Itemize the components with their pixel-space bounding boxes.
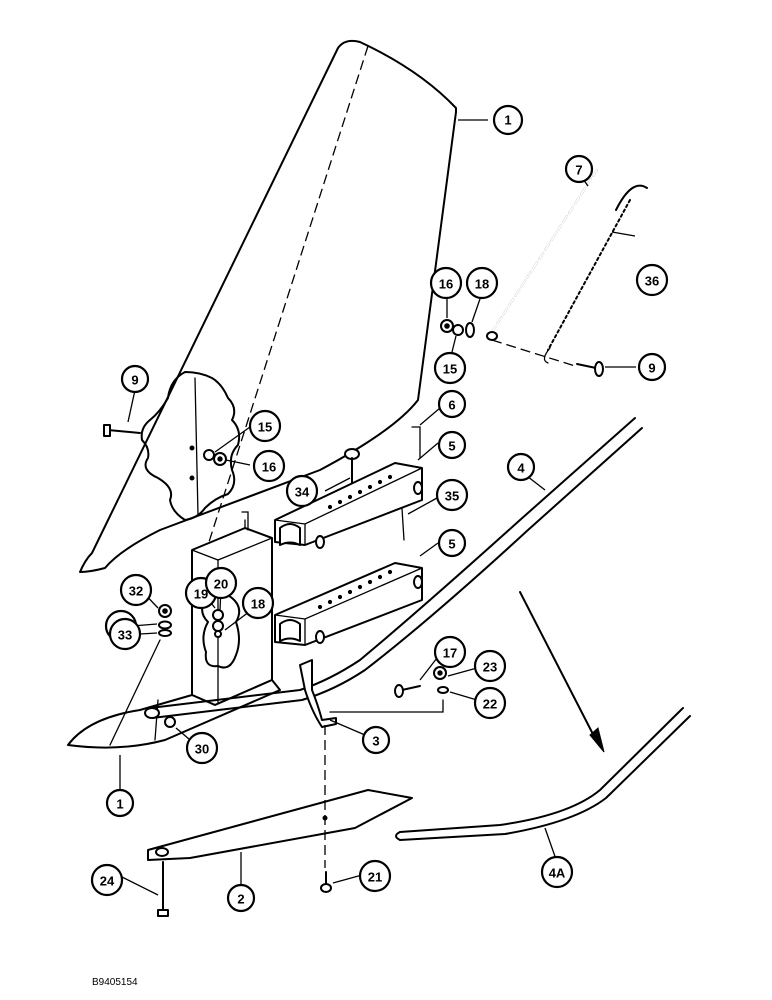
callout-15-label: 15: [258, 420, 272, 435]
skid-plate: [147, 789, 413, 861]
callout-8: 1: [492, 104, 524, 136]
callout-9: 9: [120, 364, 150, 394]
callout-18: 18: [241, 586, 275, 620]
chain-spring-link: [491, 339, 576, 367]
callout-18-label: 18: [475, 277, 489, 292]
callout-15: 15: [248, 409, 282, 443]
callout-5-label: 5: [448, 537, 455, 552]
callout-4a: 4A: [540, 855, 574, 889]
callout-36-label: 36: [645, 274, 659, 289]
callout-1: 1: [105, 788, 135, 818]
callout-34-label: 34: [295, 485, 310, 500]
callouts: 1: [492, 104, 524, 136]
callout-17: 17: [433, 635, 467, 669]
callout-2: 2: [226, 883, 256, 913]
callout-9-label: 9: [648, 361, 655, 376]
callout-23-label: 23: [483, 660, 497, 675]
callout-layer: 12344A5567991515161617181819202122232430…: [90, 154, 669, 913]
callout-22: 22: [473, 686, 507, 720]
callout-24: 24: [90, 863, 124, 897]
callout-33: 33: [108, 617, 142, 651]
callout-9: 9: [637, 352, 667, 382]
detail-arrow: [519, 591, 598, 743]
leader-stack: [109, 639, 161, 746]
callout-36: 36: [635, 263, 669, 297]
callout-18: 18: [465, 266, 499, 300]
callout-30-label: 30: [195, 742, 209, 757]
callout-35: 35: [435, 478, 469, 512]
callout-5: 5: [437, 430, 467, 460]
callout-8-label: 1: [504, 113, 511, 128]
callout-16: 16: [252, 449, 286, 483]
callout-6: 6: [437, 389, 467, 419]
callout-35-label: 35: [445, 489, 459, 504]
washer-30: [164, 716, 176, 728]
callout-22-label: 22: [483, 697, 497, 712]
chain: [486, 169, 598, 341]
hardware-nut-23: [433, 666, 449, 694]
callout-16-label: 16: [262, 460, 276, 475]
callout-23: 23: [473, 649, 507, 683]
pin: [411, 426, 421, 459]
callout-20-label: 20: [214, 577, 228, 592]
callout-5-label: 5: [448, 439, 455, 454]
callout-18-label: 18: [251, 597, 265, 612]
hardware-patch: [203, 449, 227, 466]
adjuster-channel-lower: [274, 562, 423, 646]
callout-3: 3: [361, 725, 391, 755]
callout-7-label: 7: [575, 163, 582, 178]
callout-34: 34: [285, 474, 319, 508]
bolt-24: [157, 861, 169, 917]
drawing-number: B9405154: [92, 977, 138, 988]
callout-21-label: 21: [368, 870, 382, 885]
callout-9-label: 9: [131, 373, 138, 388]
hardware-bolt-17: [394, 684, 421, 698]
callout-32: 32: [119, 573, 153, 607]
callout-30: 30: [185, 731, 219, 765]
bolt-right: [576, 361, 604, 377]
callout-33-label: 33: [118, 628, 132, 643]
callout-15-label: 15: [443, 362, 457, 377]
callout-32-label: 32: [129, 584, 143, 599]
bolt-21: [320, 871, 332, 893]
bolt-left: [103, 424, 141, 437]
callout-15: 15: [433, 351, 467, 385]
callout-2-label: 2: [237, 892, 244, 907]
hardware-stack-left: [158, 604, 172, 637]
callout-7: 7: [564, 154, 594, 184]
callout-4a-label: 4A: [549, 866, 566, 881]
hardware-nut-washer-upper: [440, 319, 475, 338]
callout-4-label: 4: [517, 461, 525, 476]
spring: [543, 184, 648, 364]
callout-3-label: 3: [372, 734, 379, 749]
callout-6-label: 6: [448, 398, 455, 413]
rod: [144, 417, 643, 719]
callout-5: 5: [437, 528, 467, 558]
adjuster-channel-upper: [274, 462, 423, 549]
callout-20: 20: [204, 566, 238, 600]
callout-24-label: 24: [100, 874, 115, 889]
callout-4: 4: [506, 452, 536, 482]
callout-1-label: 1: [116, 797, 123, 812]
callout-17-label: 17: [443, 646, 457, 661]
callout-21: 21: [358, 859, 392, 893]
leader-17-22: [329, 699, 444, 713]
callout-16: 16: [429, 266, 463, 300]
callout-16-label: 16: [439, 277, 453, 292]
divider-body: [67, 511, 281, 749]
rod-4a: [395, 707, 691, 841]
callout-19-label: 19: [194, 587, 208, 602]
bracket: [299, 659, 337, 728]
detail-arrow-head: [589, 727, 605, 753]
